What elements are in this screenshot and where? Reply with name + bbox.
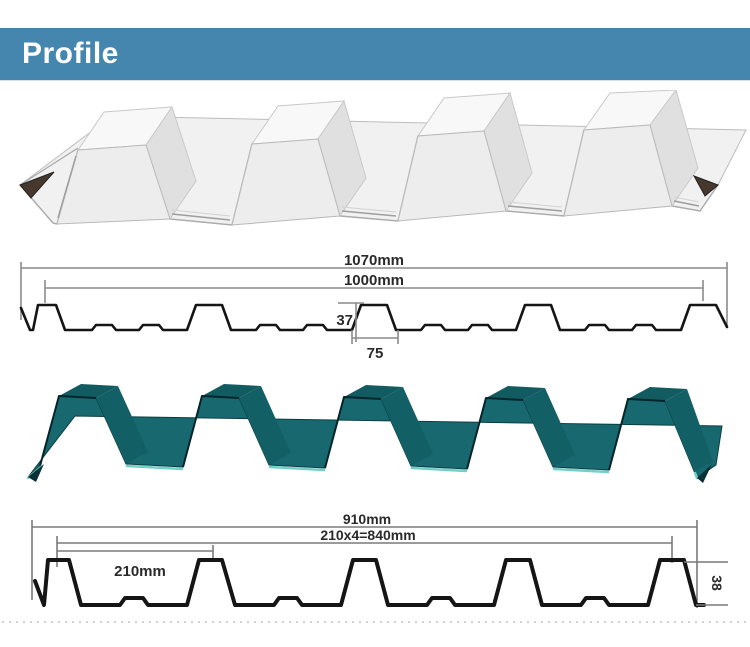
- white-sheet-pan-lines: [57, 155, 700, 221]
- teal-sheet-highlights: [26, 464, 699, 480]
- dim-label-1000: 1000mm: [344, 272, 404, 289]
- dim-label-37: 37: [336, 312, 353, 329]
- teal-sheet-shadow-edges: [39, 395, 666, 471]
- dim-label-210: 210mm: [114, 563, 166, 580]
- profile-outline-1: [19, 303, 729, 332]
- section-header-bar: Profile: [0, 28, 750, 81]
- dim-label-1070: 1070mm: [344, 252, 404, 269]
- dim-rib-width: 75: [351, 330, 399, 362]
- white-sheet-left-tip: [19, 171, 55, 199]
- dim-rib-height-2: 38: [684, 561, 728, 606]
- dim-label-840: 210x4=840mm: [320, 527, 415, 543]
- white-sheet-right-tip: [692, 175, 719, 197]
- dim-label-38: 38: [709, 575, 725, 591]
- white-sheet-rib: [397, 91, 533, 222]
- profile-outline-2: [33, 558, 706, 607]
- teal-sheet-ribs: [59, 384, 713, 471]
- dim-cover-width: 1000mm: [44, 272, 704, 303]
- white-sheet-rib: [231, 99, 367, 226]
- white-sheet-rib: [56, 105, 197, 225]
- dim-label-75: 75: [367, 345, 384, 362]
- section-title: Profile: [22, 37, 119, 70]
- dim-pitch: 210mm: [57, 545, 214, 580]
- profile-diagram-1070: 1070mm 1000mm 37 75: [19, 252, 729, 362]
- teal-sheet-right-tip: [697, 464, 712, 483]
- dim-overall-width: 1070mm: [20, 252, 728, 327]
- teal-roof-sheet-illustration: [26, 384, 723, 483]
- white-sheet-left-ridge: [19, 147, 79, 186]
- dim-overall-width-2: 910mm: [31, 511, 698, 608]
- profile-diagram-910: 910mm 210x4=840mm 210mm 38: [2, 511, 748, 623]
- dim-rib-height: 37: [336, 302, 364, 342]
- teal-sheet-left-tip: [28, 464, 44, 482]
- dim-label-910: 910mm: [343, 511, 391, 527]
- white-sheet-rib: [563, 90, 699, 217]
- white-roof-sheet-illustration: [19, 90, 747, 226]
